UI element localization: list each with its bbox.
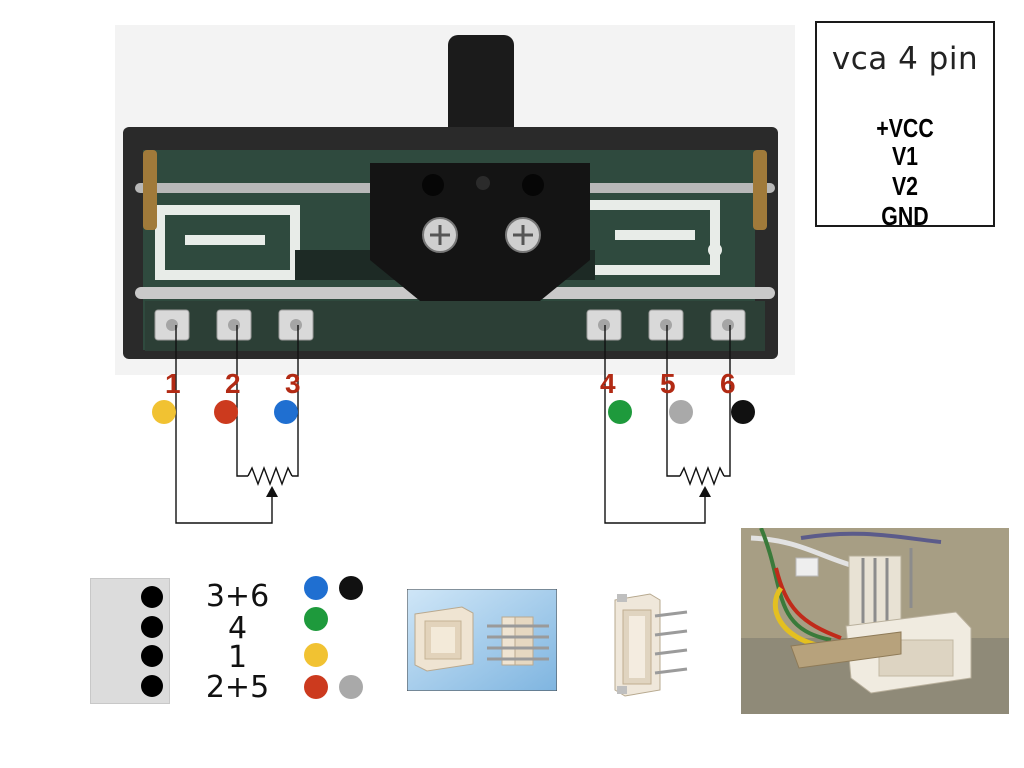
legend-item-gnd: GND xyxy=(881,201,929,231)
pin-color-dot-6 xyxy=(731,400,755,424)
potentiometer-symbol-right xyxy=(679,466,725,486)
mapping-dot xyxy=(339,675,363,699)
right-angle-header-photo xyxy=(614,593,688,697)
socket-hole xyxy=(141,645,163,667)
fader-carriage xyxy=(370,163,590,305)
mapping-dot xyxy=(339,576,363,600)
potentiometer-symbol-left xyxy=(247,466,293,486)
legend-item-v2: V2 xyxy=(891,171,919,201)
mapping-label-3: 1 xyxy=(227,640,248,675)
wiring-diagram xyxy=(175,325,731,524)
pin-color-dot-5 xyxy=(669,400,693,424)
pin-number-2: 2 xyxy=(225,368,241,399)
connector-housing-icon xyxy=(414,606,474,672)
legend-box: vca 4 pin +VCC V1 V2 GND xyxy=(815,21,995,231)
mapping-dot xyxy=(304,675,328,699)
mapping-label-4: 2+5 xyxy=(205,670,270,705)
legend-title: vca 4 pin xyxy=(831,41,979,77)
socket-hole xyxy=(141,675,163,697)
connector-header-icon xyxy=(487,616,549,666)
pin-color-dot-1 xyxy=(152,400,176,424)
pin-color-dot-3 xyxy=(274,400,298,424)
wiper-arrow-left xyxy=(266,486,278,497)
legend-item-v1: V1 xyxy=(891,141,919,171)
mapping-dot xyxy=(304,576,328,600)
mapping-dot xyxy=(304,643,328,667)
socket-hole xyxy=(141,586,163,608)
connector-photo xyxy=(407,589,557,691)
mapping-label-1: 3+6 xyxy=(205,579,270,614)
pin-color-dot-2 xyxy=(214,400,238,424)
cable-connector-photo xyxy=(741,528,1009,714)
legend-item-vcc: +VCC xyxy=(876,113,934,143)
mapping-dot xyxy=(304,607,328,631)
wiper-arrow-right xyxy=(699,486,711,497)
fader-illustration xyxy=(115,25,795,375)
pin-number-5: 5 xyxy=(660,368,676,399)
socket-4-pin xyxy=(90,578,170,704)
pin-number-3: 3 xyxy=(285,368,301,399)
mapping-label-2: 4 xyxy=(227,611,248,646)
socket-hole xyxy=(141,616,163,638)
pin-number-1: 1 xyxy=(165,368,181,399)
pin-color-dot-4 xyxy=(608,400,632,424)
pin-number-4: 4 xyxy=(600,368,616,399)
pin-number-6: 6 xyxy=(720,368,736,399)
